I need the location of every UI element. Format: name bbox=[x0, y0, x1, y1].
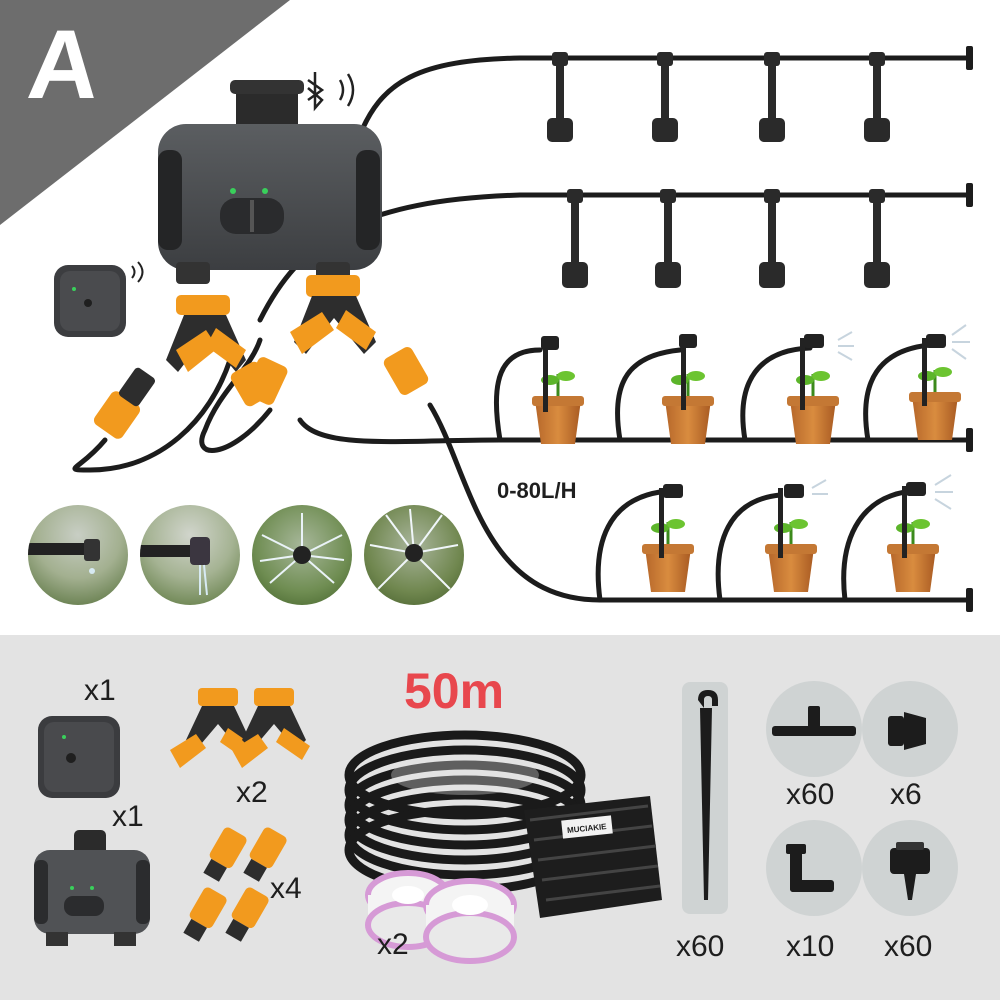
hose-length-label: 50m bbox=[404, 663, 505, 719]
y-splitter-left bbox=[93, 295, 274, 439]
tube-line-5 bbox=[72, 357, 233, 473]
potted-plants-row-2 bbox=[642, 482, 939, 592]
gateway-hub-illustration bbox=[54, 261, 144, 337]
y-splitter-quantity: x2 bbox=[236, 776, 268, 809]
drip-photo-2 bbox=[140, 505, 240, 605]
drip-photo-1 bbox=[28, 505, 128, 605]
dripper-quantity: x60 bbox=[884, 930, 933, 963]
hub-quantity: x1 bbox=[84, 674, 116, 707]
tape-quantity: x2 bbox=[377, 928, 409, 961]
stake-quantity: x60 bbox=[676, 930, 725, 963]
spray-photo-2 bbox=[364, 505, 464, 605]
plug-quantity: x6 bbox=[890, 778, 922, 811]
tee-quantity: x60 bbox=[786, 778, 835, 811]
tube-line-3 bbox=[297, 417, 971, 445]
bluetooth-icon bbox=[307, 72, 355, 112]
potted-plants-row-1 bbox=[532, 334, 961, 444]
elbow-quantity: x10 bbox=[786, 930, 835, 963]
timer-quantity: x1 bbox=[112, 800, 144, 833]
flow-rate-label: 0-80L/H bbox=[497, 478, 577, 503]
tube-line-4 bbox=[427, 402, 971, 603]
y-splitter-right bbox=[244, 275, 429, 405]
tube-line-1 bbox=[355, 55, 971, 143]
water-timer-illustration bbox=[158, 80, 382, 284]
irrigation-diagram bbox=[54, 46, 973, 612]
spray-photo-1 bbox=[252, 505, 352, 605]
connector-quantity: x4 bbox=[270, 872, 302, 905]
